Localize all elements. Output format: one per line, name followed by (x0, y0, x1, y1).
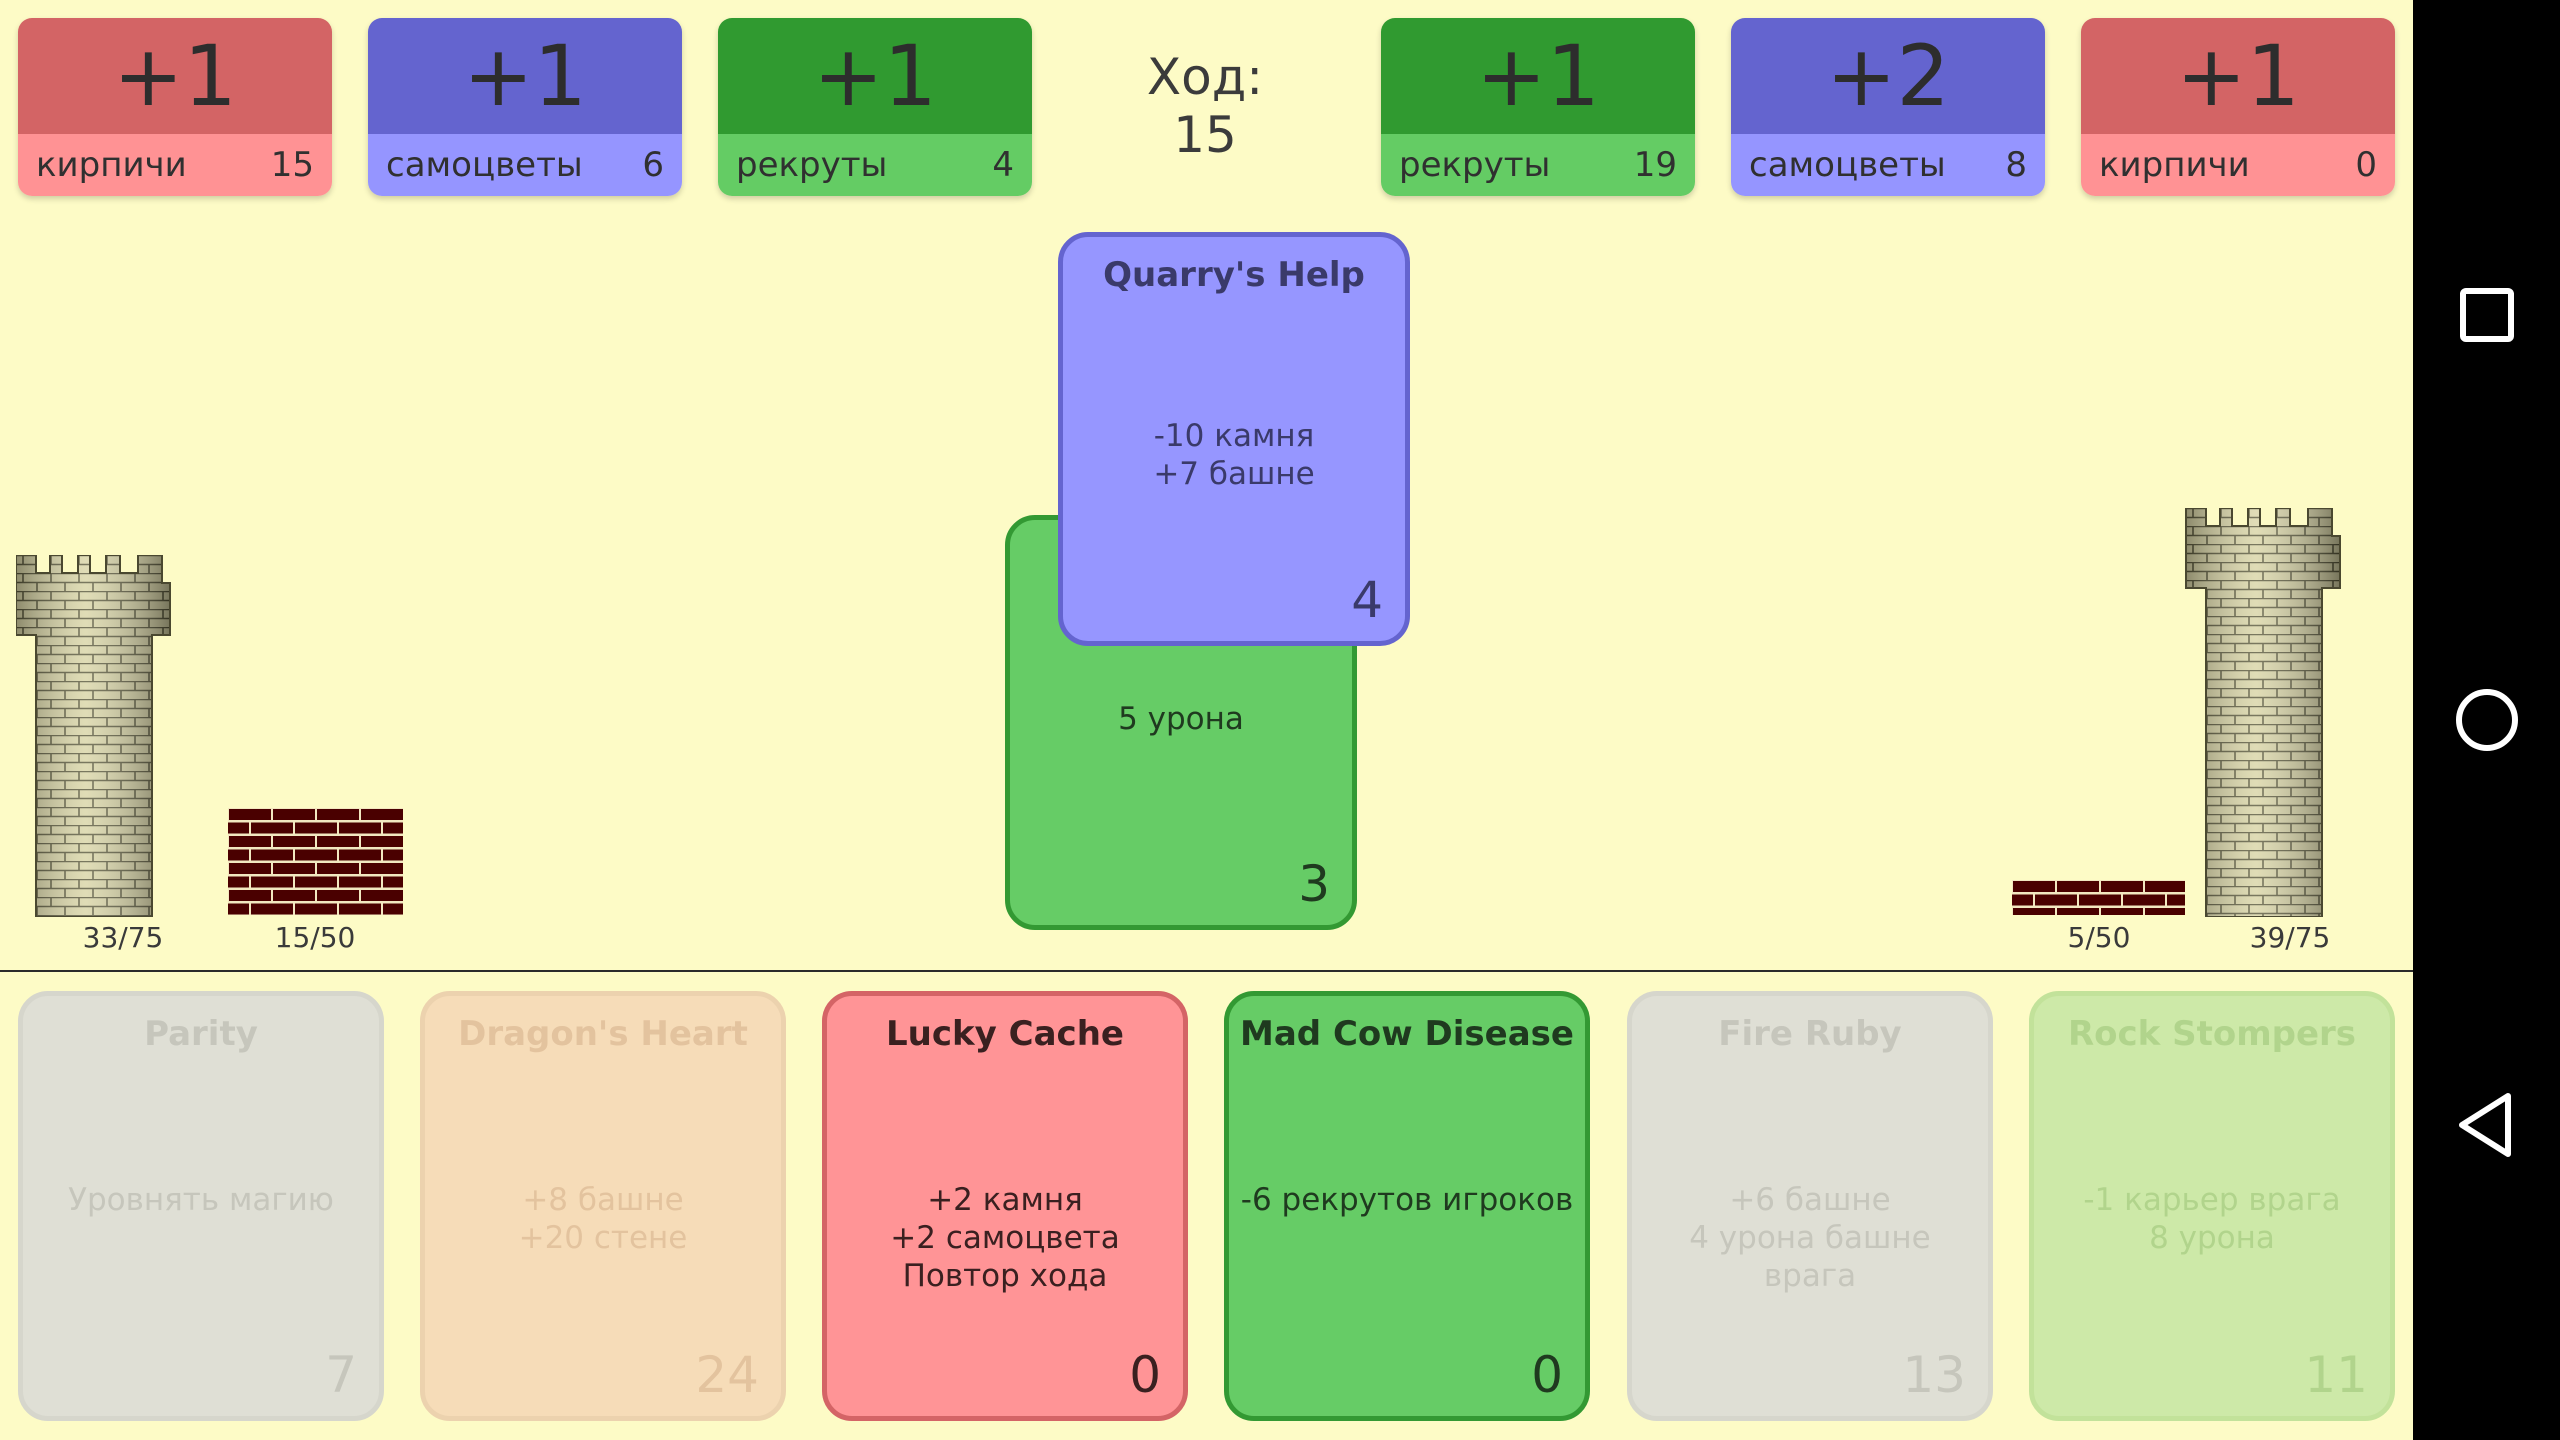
card-description: -10 камня+7 башне (1153, 418, 1315, 492)
enemy-wall-value: 5/50 (2067, 921, 2131, 954)
card-title: Parity (144, 1014, 258, 1054)
card-title: Lucky Cache (886, 1014, 1124, 1054)
resource-name: кирпичи (2099, 145, 2250, 185)
card-description: +8 башне+20 стене (518, 1182, 688, 1256)
hand-card-parity[interactable]: Parity Уровнять магию 7 (18, 991, 384, 1421)
turn-number: 15 (1173, 106, 1237, 164)
enemy-recruits-panel: +1 рекруты 19 (1381, 18, 1695, 196)
resource-gain: +1 (718, 18, 1032, 134)
card-cost: 24 (695, 1346, 759, 1404)
home-button[interactable] (2413, 640, 2560, 800)
hand-card-dragons-heart[interactable]: Dragon's Heart +8 башне+20 стене 24 (420, 991, 786, 1421)
card-cost: 3 (1298, 855, 1330, 913)
turn-counter: Ход: 15 (1090, 48, 1320, 164)
card-cost: 0 (1531, 1346, 1563, 1404)
player-tower-icon (16, 555, 171, 917)
triangle-back-icon (2458, 1093, 2511, 1157)
card-description: Уровнять магию (68, 1182, 334, 1218)
player-tower-value: 33/75 (82, 921, 164, 954)
card-title: Dragon's Heart (458, 1014, 748, 1054)
resource-count: 15 (270, 145, 314, 185)
resource-count: 6 (642, 145, 664, 185)
resource-name: самоцветы (1749, 145, 1946, 185)
card-cost: 4 (1351, 571, 1383, 629)
resource-gain: +1 (2081, 18, 2395, 134)
circle-icon (2455, 689, 2518, 751)
player-bricks-panel: +1 кирпичи 15 (18, 18, 332, 196)
card-title: Rock Stompers (2067, 1014, 2357, 1054)
card-cost: 11 (2304, 1346, 2368, 1404)
card-title: Quarry's Help (1103, 255, 1365, 295)
resource-gain: +2 (1731, 18, 2045, 134)
resource-name: кирпичи (36, 145, 187, 185)
resource-count: 8 (2005, 145, 2027, 185)
resource-gain: +1 (18, 18, 332, 134)
enemy-gems-panel: +2 самоцветы 8 (1731, 18, 2045, 196)
resource-gain: +1 (368, 18, 682, 134)
played-card-current: Quarry's Help -10 камня+7 башне 4 (1058, 232, 1410, 646)
card-cost: 7 (325, 1346, 357, 1404)
recents-button[interactable] (2413, 235, 2560, 395)
back-button[interactable] (2413, 1045, 2560, 1205)
card-cost: 13 (1902, 1346, 1966, 1404)
card-description: -6 рекрутов игроков (1240, 1182, 1574, 1218)
board-divider (0, 970, 2413, 972)
game-board: +1 кирпичи 15 +1 самоцветы 6 +1 рекруты 4 Х… (0, 18, 2413, 1421)
player-recruits-panel: +1 рекруты 4 (718, 18, 1032, 196)
player-wall-icon (228, 808, 403, 915)
square-icon (2459, 288, 2514, 342)
turn-label: Ход: (1146, 48, 1264, 106)
resource-name: самоцветы (386, 145, 583, 185)
card-cost: 0 (1129, 1346, 1161, 1404)
player-wall-value: 15/50 (274, 921, 356, 954)
resource-name: рекруты (736, 145, 888, 185)
resource-count: 19 (1633, 145, 1677, 185)
enemy-tower-value: 39/75 (2249, 921, 2331, 954)
resource-count: 4 (992, 145, 1014, 185)
card-description: 5 урона (1118, 701, 1244, 737)
card-title: Mad Cow Disease (1240, 1014, 1574, 1054)
hand-card-mad-cow-disease[interactable]: Mad Cow Disease -6 рекрутов игроков 0 (1224, 991, 1590, 1421)
resource-gain: +1 (1381, 18, 1695, 134)
resource-name: рекруты (1399, 145, 1551, 185)
player-gems-panel: +1 самоцветы 6 (368, 18, 682, 196)
enemy-tower-icon (2185, 508, 2341, 917)
android-navbar (2413, 0, 2560, 1440)
enemy-bricks-panel: +1 кирпичи 0 (2081, 18, 2395, 196)
enemy-wall-icon (2012, 880, 2185, 915)
card-title: Fire Ruby (1718, 1014, 1902, 1054)
resource-count: 0 (2355, 145, 2377, 185)
